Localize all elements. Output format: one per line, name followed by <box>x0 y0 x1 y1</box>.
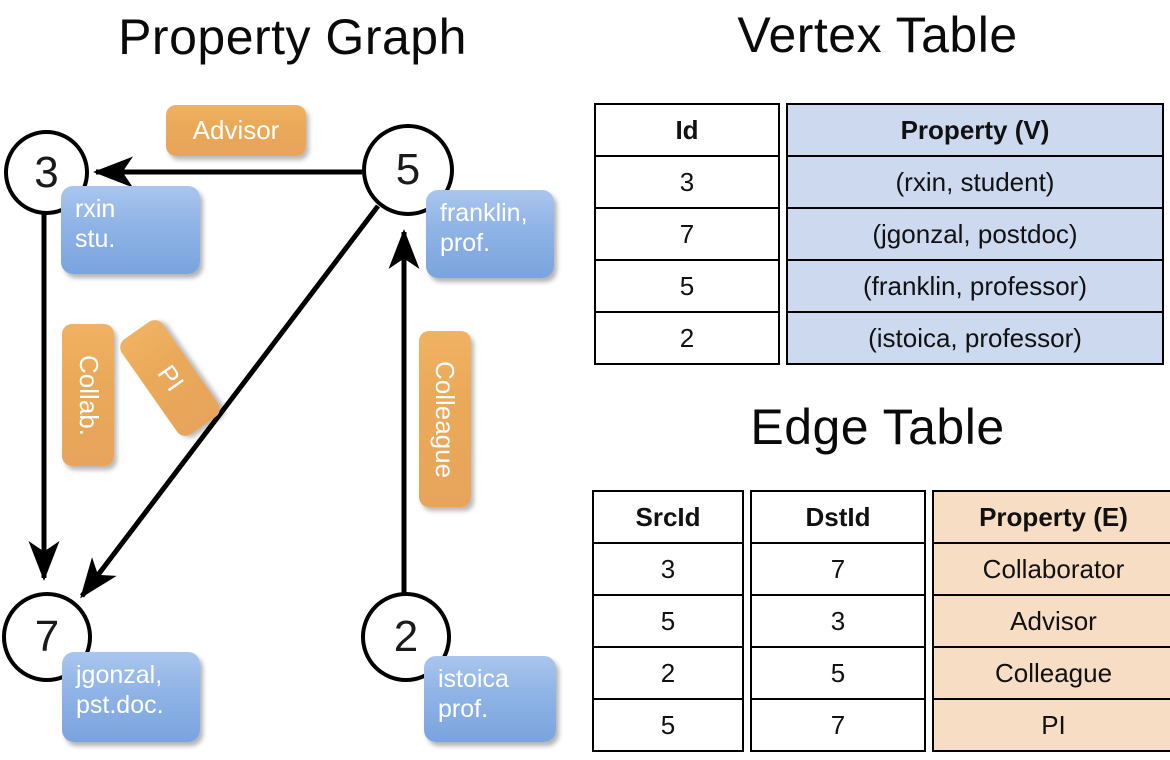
vertex-table-header-id: Id <box>594 103 780 157</box>
property-graph-diagram: 3 5 7 2 rxin stu. franklin, prof. jgonza… <box>2 105 556 742</box>
edge-table-cell-dstid: 7 <box>750 542 926 596</box>
edge-label-collab: Collab. <box>62 324 114 466</box>
edge-table-cell-property: Colleague <box>932 646 1170 700</box>
node-circle-2[interactable]: 2 <box>361 592 451 682</box>
edge-table-cell-dstid: 3 <box>750 594 926 648</box>
edge-table-col-property: Property (E) Collaborator Advisor Collea… <box>932 490 1170 752</box>
edge-table-cell-dstid: 5 <box>750 646 926 700</box>
edge-table-cell-srcid: 5 <box>592 594 744 648</box>
vertex-table-cell-property: (rxin, student) <box>786 155 1164 209</box>
edge-table-header-srcid: SrcId <box>592 490 744 544</box>
vertex-table-cell-property: (franklin, professor) <box>786 259 1164 313</box>
edge-5-to-7 <box>80 204 380 599</box>
edge-table-cell-dstid: 7 <box>750 698 926 752</box>
node-property-box-2: istoica prof. <box>424 656 556 742</box>
vertex-table-col-id: Id 3 7 5 2 <box>594 103 780 365</box>
edge-table-col-srcid: SrcId 3 5 2 5 <box>592 490 744 752</box>
vertex-table-cell-id: 7 <box>594 207 780 261</box>
edge-label-collab-text: Collab. <box>73 354 104 436</box>
edge-table-cell-property: Collaborator <box>932 542 1170 596</box>
edge-table-header-property: Property (E) <box>932 490 1170 544</box>
edge-table-header-dstid: DstId <box>750 490 926 544</box>
vertex-table-cell-property: (istoica, professor) <box>786 311 1164 365</box>
node-property-box-7: jgonzal, pst.doc. <box>62 652 200 742</box>
node-property-box-5: franklin, prof. <box>426 190 554 278</box>
vertex-table: Id 3 7 5 2 Property (V) (rxin, student) … <box>594 103 1164 365</box>
vertex-table-header-property: Property (V) <box>786 103 1164 157</box>
edge-table-cell-srcid: 2 <box>592 646 744 700</box>
edge-table-cell-srcid: 3 <box>592 542 744 596</box>
graph-edges-layer <box>28 156 420 599</box>
edge-table-cell-property: Advisor <box>932 594 1170 648</box>
edge-label-colleague: Colleague <box>419 331 471 507</box>
property-graph-title: Property Graph <box>118 9 467 65</box>
edge-table-cell-property: PI <box>932 698 1170 752</box>
edge-table-col-dstid: DstId 7 3 5 7 <box>750 490 926 752</box>
node-circle-5[interactable]: 5 <box>362 124 454 216</box>
vertex-table-title: Vertex Table <box>737 7 1018 63</box>
vertex-table-cell-property: (jgonzal, postdoc) <box>786 207 1164 261</box>
vertex-table-cell-id: 5 <box>594 259 780 313</box>
edge-label-pi-text: PI <box>151 359 190 397</box>
vertex-table-cell-id: 3 <box>594 155 780 209</box>
edge-table: SrcId 3 5 2 5 DstId 7 3 5 7 Property (E)… <box>592 490 1170 752</box>
node-property-box-3: rxin stu. <box>61 186 200 274</box>
edge-label-advisor: Advisor <box>166 105 306 156</box>
vertex-table-col-property: Property (V) (rxin, student) (jgonzal, p… <box>786 103 1164 365</box>
edge-label-colleague-text: Colleague <box>430 360 461 478</box>
edge-table-cell-srcid: 5 <box>592 698 744 752</box>
vertex-table-cell-id: 2 <box>594 311 780 365</box>
edge-table-title: Edge Table <box>750 399 1005 455</box>
